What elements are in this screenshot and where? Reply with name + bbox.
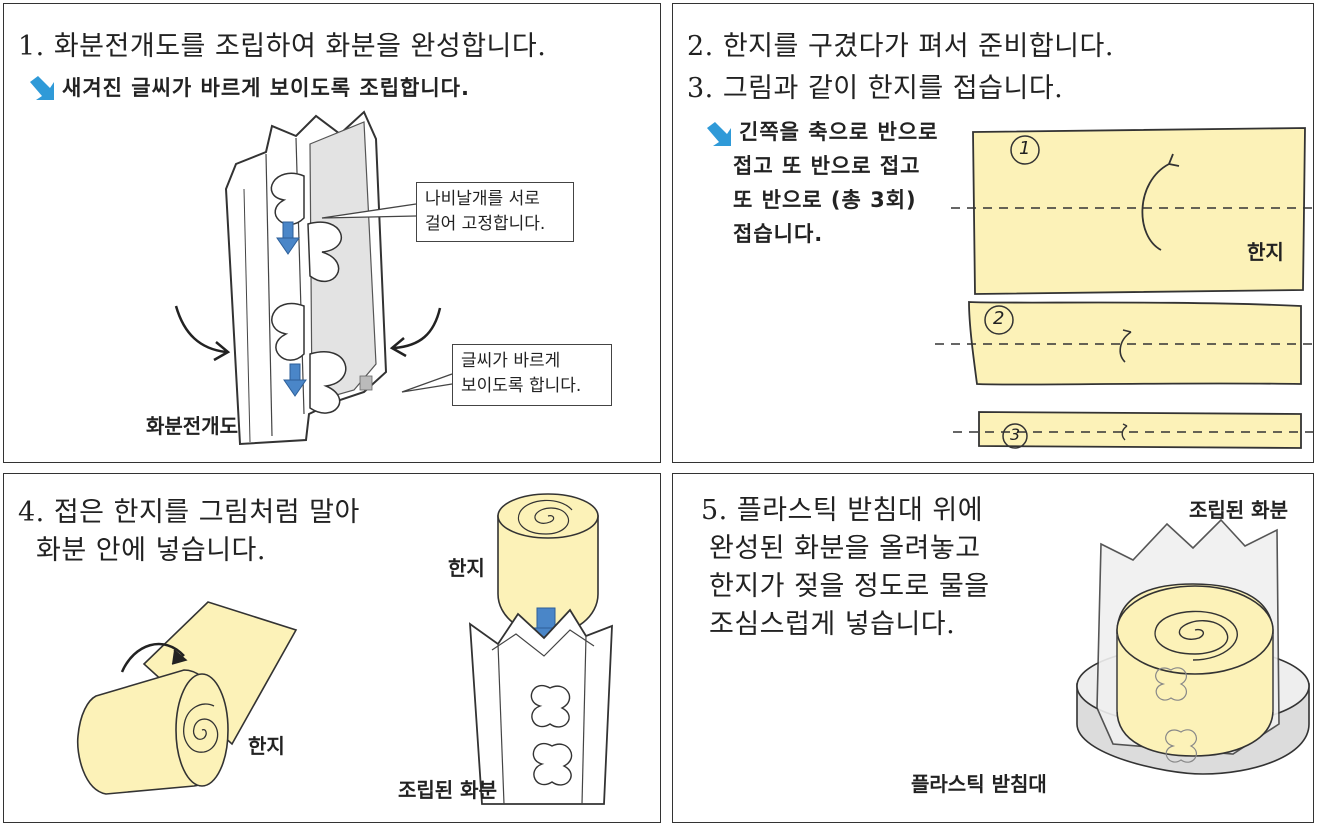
step5-panel: 5. 플라스틱 받침대 위에 완성된 화분을 올려놓고 한지가 젖을 정도로 물…: [672, 473, 1314, 823]
wing-cutout-2: [307, 221, 342, 283]
callout-wings-line1: 나비날개를 서로: [425, 189, 540, 209]
tip-line-2: 접고 또 반으로 접고: [733, 154, 921, 178]
fold-arrow-2-icon: [1119, 329, 1132, 363]
final-illustration: [1076, 518, 1310, 775]
folding-illustration: [935, 127, 1313, 449]
roll-arrow-icon: [120, 642, 185, 673]
tip-line-3: 또 반으로 (총 3회): [733, 188, 917, 212]
tip-line-1: 긴쪽을 축으로 반으로: [739, 120, 939, 144]
callout-wings: 나비날개를 서로 걸어 고정합니다.: [416, 182, 574, 242]
assembly-illustration: [174, 110, 453, 446]
hanji-sheet-quarter: [978, 411, 1302, 449]
callout-wings-line2: 걸어 고정합니다.: [425, 214, 546, 234]
label-roll: 한지: [248, 734, 285, 758]
wing-cutout-3: [271, 302, 305, 361]
label-hanji: 한지: [1247, 240, 1284, 264]
step5-line1: 5. 플라스틱 받침대 위에: [701, 495, 984, 526]
step3-title: 3. 그림과 같이 한지를 접습니다.: [687, 73, 1064, 104]
hanji-sheet-full: [972, 127, 1306, 295]
fold-arrow-1-icon: [1141, 153, 1180, 251]
label-plastic-stand: 플라스틱 받침대: [911, 772, 1047, 796]
rolling-illustration: [76, 493, 613, 805]
step4-panel: 4. 접은 한지를 그림처럼 말아 화분 안에 넣습니다. 한지 한지 조립된 …: [3, 473, 661, 823]
step1-title: 1. 화분전개도를 조립하여 화분을 완성합니다.: [18, 31, 547, 62]
step5-line2: 완성된 화분을 올려놓고: [709, 533, 981, 564]
wing-cutout: [532, 743, 573, 786]
step1-panel: 1. 화분전개도를 조립하여 화분을 완성합니다. 새겨진 글씨가 바르게 보이…: [3, 3, 661, 463]
wing-cutout: [530, 685, 571, 728]
fold-number-1: 1: [1019, 138, 1031, 159]
curved-arrow-left-icon: [174, 305, 231, 362]
fold-number-2: 2: [993, 308, 1005, 329]
curved-arrow-right-icon: [389, 307, 442, 358]
spiral-icon: [183, 703, 219, 753]
tip-line-4: 접습니다.: [733, 222, 824, 246]
down-arrow-icon: [283, 363, 307, 397]
step2-3-panel: 2. 한지를 구겼다가 펴서 준비합니다. 3. 그림과 같이 한지를 접습니다…: [672, 3, 1314, 463]
step4-title-line2: 화분 안에 넣습니다.: [36, 535, 266, 566]
fold-number-3: 3: [1010, 425, 1021, 444]
label-roll-vertical: 한지: [448, 556, 485, 580]
down-arrow-icon: [276, 221, 300, 255]
label-assembled-pot: 조립된 화분: [398, 778, 497, 802]
step4-title-line1: 4. 접은 한지를 그림처럼 말아: [18, 497, 360, 528]
spiral-icon: [1154, 610, 1238, 661]
step5-line3: 한지가 젖을 정도로 물을: [709, 571, 990, 602]
step1-tip: 새겨진 글씨가 바르게 보이도록 조립합니다.: [62, 76, 470, 100]
label-pot-net: 화분전개도: [146, 414, 238, 438]
step2-title: 2. 한지를 구겼다가 펴서 준비합니다.: [687, 31, 1114, 62]
step5-line4: 조심스럽게 넣습니다.: [709, 609, 956, 640]
label-assembled-pot: 조립된 화분: [1189, 498, 1288, 522]
callout-text-line1: 글씨가 바르게: [461, 351, 561, 371]
wing-cutout-4: [309, 351, 347, 414]
callout-text-line2: 보이도록 합니다.: [461, 376, 582, 396]
spiral-top-icon: [517, 499, 573, 535]
callout-text: 글씨가 바르게 보이도록 합니다.: [452, 344, 612, 406]
fold-arrow-3-icon: [1121, 423, 1128, 441]
